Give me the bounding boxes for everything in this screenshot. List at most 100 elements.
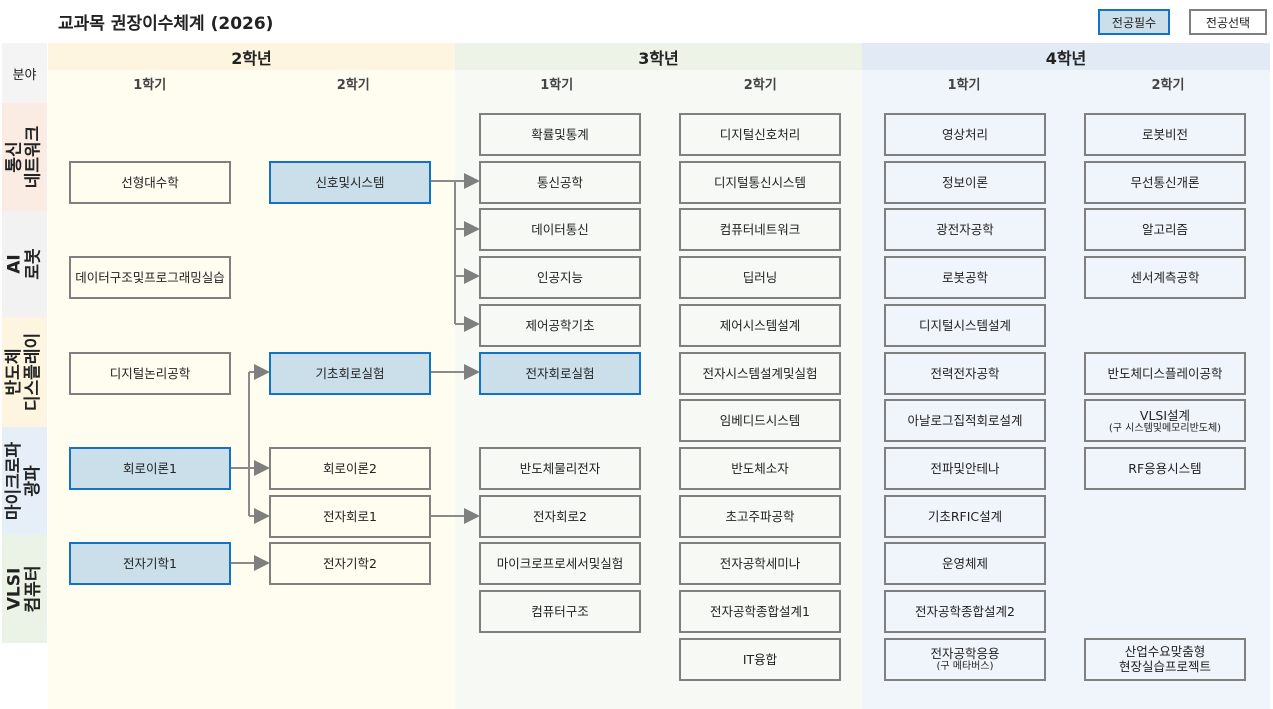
course-box[interactable]: 반도체디스플레이공학 [1084, 351, 1246, 395]
course-box[interactable]: 전자시스템설계및실험 [679, 351, 841, 395]
course-box[interactable]: 반도체물리전자 [479, 446, 641, 490]
course-box[interactable]: 마이크로프로세서및실험 [479, 542, 641, 586]
course-name: 전파및안테나 [930, 460, 1000, 476]
course-box[interactable]: 신호및시스템 [269, 160, 431, 204]
year-header: 3학년 [455, 43, 862, 70]
course-name: 알고리즘 [1141, 222, 1188, 238]
course-box[interactable]: 선형대수학 [69, 160, 231, 204]
course-name: 제어시스템설계 [719, 317, 801, 333]
course-name: 전자공학종합설계1 [710, 604, 810, 619]
course-name: 디지털통신시스템 [713, 174, 806, 190]
course-name: 초고주파공학 [725, 508, 795, 524]
course-name: 회로이론2 [323, 460, 377, 476]
course-name: 로봇공학 [941, 270, 988, 286]
course-box[interactable]: 로봇공학 [884, 256, 1046, 300]
course-name: 통신공학 [536, 174, 583, 190]
course-box[interactable]: 기초RFIC설계 [884, 494, 1046, 538]
semester-1-header: 1학기 [133, 78, 167, 93]
course-box[interactable]: 전자공학종합설계1 [679, 590, 841, 633]
course-box[interactable]: 제어공학기초 [479, 303, 641, 347]
course-name: 컴퓨터구조 [531, 604, 589, 619]
course-box[interactable]: 산업수요맞춤형 현장실습프로젝트 [1084, 637, 1246, 681]
course-name: 확률및통계 [531, 127, 589, 142]
course-name: 반도체소자 [731, 460, 789, 476]
course-name: IT융합 [742, 651, 778, 667]
course-box[interactable]: 컴퓨터구조 [479, 590, 641, 633]
course-box[interactable]: 센서계측공학 [1084, 256, 1246, 300]
course-name: 반도체물리전자 [519, 460, 601, 476]
course-box[interactable]: 알고리즘 [1084, 208, 1246, 252]
course-box[interactable]: 디지털논리공학 [69, 351, 231, 395]
course-box[interactable]: 데이터구조및프로그래밍실습 [69, 256, 231, 300]
course-box[interactable]: 디지털시스템설계 [884, 303, 1046, 347]
course-name: RF응용시스템 [1128, 460, 1202, 476]
course-box[interactable]: 운영체제 [884, 542, 1046, 586]
course-box[interactable]: 로봇비전 [1084, 113, 1246, 156]
course-name: 전자회로1 [323, 508, 377, 524]
course-box[interactable]: 회로이론2 [269, 446, 431, 490]
arrow-signals-trunk [430, 180, 456, 324]
course-box[interactable]: 디지털통신시스템 [679, 160, 841, 204]
course-box[interactable]: 전자공학종합설계2 [884, 590, 1046, 633]
page-title: 교과목 권장이수체계 (2026) [58, 14, 274, 34]
course-box[interactable]: 전자공학응용(구 메타버스) [884, 637, 1046, 681]
course-name: 반도체디스플레이공학 [1107, 365, 1223, 381]
course-name: 전자시스템설계및실험 [702, 365, 818, 381]
course-box[interactable]: 전자회로2 [479, 494, 641, 538]
course-name: 전자회로2 [533, 508, 587, 524]
course-box[interactable]: 임베디드시스템 [679, 399, 841, 443]
course-box[interactable]: 전자회로1 [269, 494, 431, 538]
semester-2-header: 2학기 [743, 78, 777, 93]
course-name: 디지털신호처리 [719, 127, 801, 142]
year-header: 4학년 [862, 43, 1270, 70]
course-box[interactable]: 아날로그집적회로설계 [884, 399, 1046, 443]
course-box[interactable]: 정보이론 [884, 160, 1046, 204]
course-name: 아날로그집적회로설계 [907, 413, 1023, 429]
course-name: 운영체제 [941, 556, 988, 572]
semester-1-header: 1학기 [947, 78, 981, 93]
course-box[interactable]: 영상처리 [884, 113, 1046, 156]
course-name: 기초RFIC설계 [927, 508, 1003, 524]
course-name: 전력전자공학 [930, 365, 1000, 381]
course-box[interactable]: 전자기학2 [269, 542, 431, 586]
course-name: 무선통신개론 [1130, 174, 1200, 190]
field-category: VLSI 컴퓨터 [2, 535, 47, 643]
course-box[interactable]: 통신공학 [479, 160, 641, 204]
course-box[interactable]: 디지털신호처리 [679, 113, 841, 156]
course-box[interactable]: 데이터통신 [479, 208, 641, 252]
course-box[interactable]: 전력전자공학 [884, 351, 1046, 395]
course-name: 전자기학2 [323, 556, 377, 572]
course-name: 정보이론 [941, 174, 988, 190]
course-name: 인공지능 [536, 270, 583, 286]
course-box[interactable]: VLSI설계(구 시스템및메모리반도체) [1084, 399, 1246, 443]
course-name: 전자공학응용 [930, 646, 1000, 662]
course-name: 광전자공학 [936, 222, 994, 238]
course-box[interactable]: 전자공학세미나 [679, 542, 841, 586]
course-name: 회로이론1 [123, 460, 177, 476]
course-box[interactable]: 전자회로실험 [479, 351, 641, 395]
course-box[interactable]: 무선통신개론 [1084, 160, 1246, 204]
course-name: 마이크로프로세서및실험 [496, 556, 624, 572]
course-box[interactable]: 초고주파공학 [679, 494, 841, 538]
course-box[interactable]: RF응용시스템 [1084, 446, 1246, 490]
course-name: 데이터구조및프로그래밍실습 [75, 270, 225, 286]
course-box[interactable]: 전자기학1 [69, 542, 231, 586]
course-box[interactable]: 확률및통계 [479, 113, 641, 156]
course-box[interactable]: 기초회로실험 [269, 351, 431, 395]
semester-2-header: 2학기 [1151, 78, 1185, 93]
field-category: AI 로봇 [2, 211, 47, 317]
course-name: 선형대수학 [121, 174, 179, 190]
course-box[interactable]: 회로이론1 [69, 446, 231, 490]
course-box[interactable]: 반도체소자 [679, 446, 841, 490]
course-box[interactable]: 광전자공학 [884, 208, 1046, 252]
course-box[interactable]: 딥러닝 [679, 256, 841, 300]
course-box[interactable]: 전파및안테나 [884, 446, 1046, 490]
course-box[interactable]: 컴퓨터네트워크 [679, 208, 841, 252]
legend-elective: 전공선택 [1189, 9, 1267, 35]
course-box[interactable]: 제어시스템설계 [679, 303, 841, 347]
course-box[interactable]: IT융합 [679, 637, 841, 681]
course-note: (구 시스템및메모리반도체) [1108, 422, 1222, 434]
course-name: 전자기학1 [123, 556, 177, 572]
semester-1-header: 1학기 [540, 78, 574, 93]
course-box[interactable]: 인공지능 [479, 256, 641, 300]
